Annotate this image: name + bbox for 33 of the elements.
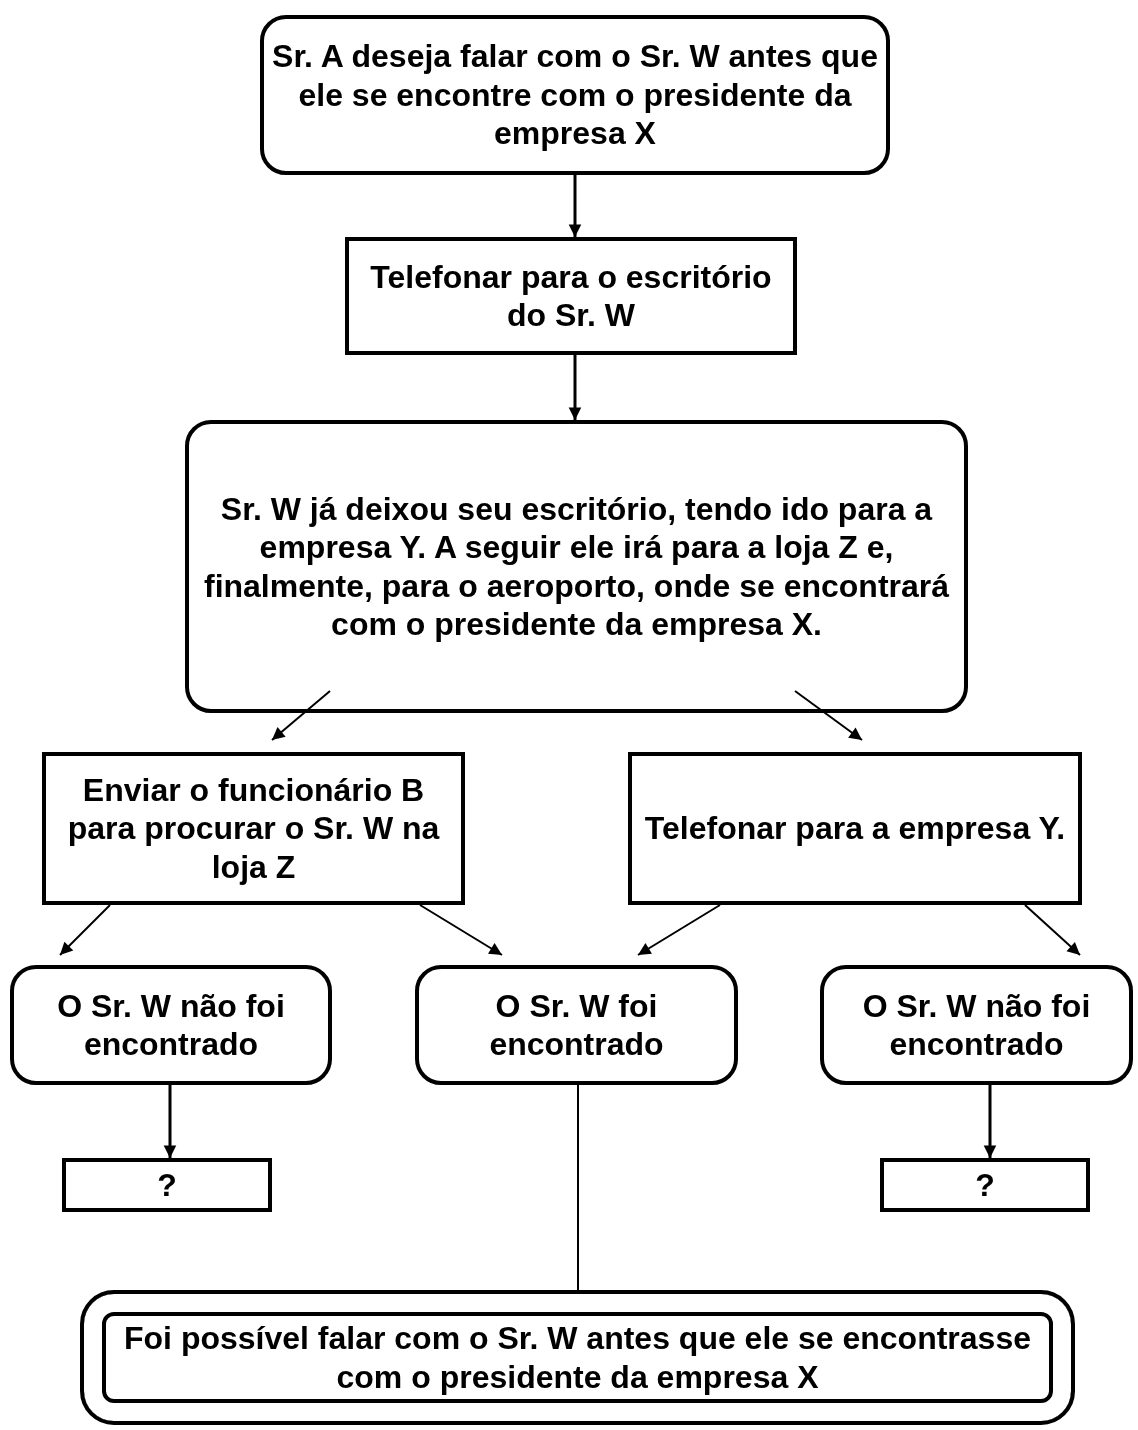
arrow: [271, 690, 331, 741]
connector-line: [577, 1084, 579, 1291]
arrow: [983, 1085, 997, 1159]
rounded-box: [185, 420, 968, 713]
arrow: [568, 355, 582, 421]
node-text: Telefonar para o escritório do Sr. W: [369, 257, 773, 335]
arrow: [59, 904, 111, 956]
node-text: Sr. A deseja falar com o Sr. W antes que ele se encontre com o presidente da empresa X: [271, 37, 879, 153]
node-text: Enviar o funcionário B para procurar o Sr. W na loja Z: [66, 770, 441, 887]
process-box: [62, 1158, 272, 1212]
arrow: [794, 690, 863, 741]
rounded-box: [260, 15, 890, 175]
arrow: [419, 904, 503, 956]
node-text: O Sr. W foi encontrado: [488, 986, 665, 1064]
rounded-box: [10, 965, 332, 1085]
arrow: [163, 1085, 177, 1159]
process-box: [42, 752, 465, 905]
rounded-box: [415, 965, 738, 1085]
node-text: ?: [975, 1165, 995, 1205]
node-text: ?: [157, 1165, 177, 1205]
process-box: [628, 752, 1082, 905]
result-box: [80, 1290, 1075, 1425]
rounded-box: [820, 965, 1133, 1085]
node-text: O Sr. W não foi encontrado: [861, 986, 1092, 1064]
node-text: Telefonar para a empresa Y.: [644, 809, 1066, 848]
arrow: [637, 904, 721, 956]
arrow: [568, 175, 582, 238]
process-box: [345, 237, 797, 355]
node-text: O Sr. W não foi encontrado: [56, 986, 286, 1064]
arrow: [1024, 904, 1081, 956]
node-text: Foi possível falar com o Sr. W antes que ele se encontrasse com o presidente da empresa X: [123, 1319, 1032, 1396]
node-text: Sr. W já deixou seu escritório, tendo ido para a empresa Y. A seguir ele irá para a loja Z e, finalmente, para o aeroporto, onde se encontrará com o presidente da empresa X.: [202, 489, 951, 644]
process-box: [880, 1158, 1090, 1212]
